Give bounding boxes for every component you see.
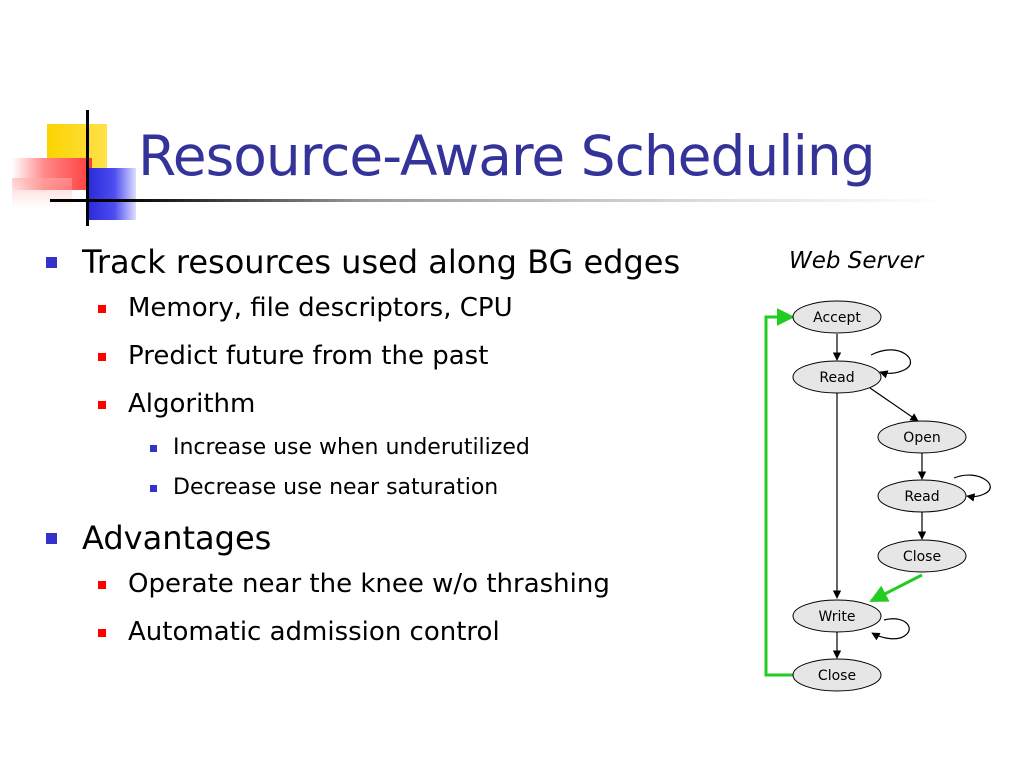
bullet-text: Decrease use near saturation [173,475,499,500]
diagram-caption: Web Server [789,248,924,274]
node-label: Accept [813,310,861,326]
bullet-level2: Predict future from the past [46,332,766,380]
node-write: Write [792,599,882,633]
bullet-marker [46,533,57,544]
bullet-level3: Increase use when underutilized [46,428,766,468]
node-label: Read [904,489,939,505]
decoration-red-fade [12,178,72,208]
edge-close-write-highlight [869,573,923,603]
bullet-level3: Decrease use near saturation [46,468,766,508]
bullet-text: Algorithm [128,389,256,419]
node-read: Read [792,360,882,394]
bullet-marker [98,629,106,637]
bullet-level1: Track resources used along BG edges [46,240,766,284]
bullet-marker [98,581,106,589]
node-close-2: Close [792,658,882,692]
bullet-level2: Automatic admission control [46,608,766,656]
bullet-level2: Memory, file descriptors, CPU [46,284,766,332]
title-underline [50,199,950,202]
node-open: Open [877,420,967,454]
bullet-level2: Algorithm [46,380,766,428]
node-label: Open [903,430,940,446]
bullet-level1: Advantages [46,516,766,560]
node-close: Close [877,539,967,573]
bullet-marker [150,445,157,452]
bullet-marker [98,401,106,409]
bullet-text: Advantages [82,519,272,557]
node-label: Read [819,370,854,386]
bullet-marker [98,305,106,313]
self-loop-read2 [953,474,991,502]
bullet-text: Operate near the knee w/o thrashing [128,569,610,599]
slide-title: Resource-Aware Scheduling [138,124,876,188]
node-label: Close [903,549,941,565]
edge-close-accept-highlight [764,308,795,677]
bullet-text: Increase use when underutilized [173,435,530,460]
bullet-text: Memory, file descriptors, CPU [128,293,513,323]
node-read-2: Read [877,479,967,513]
web-server-state-diagram: Accept Read Open Read Close Write Close [764,300,991,692]
bullet-level2: Operate near the knee w/o thrashing [46,560,766,608]
node-accept: Accept [792,300,882,334]
bullet-text: Track resources used along BG edges [82,243,681,281]
node-label: Write [819,609,856,625]
edge-read-open [869,387,919,422]
decoration-blue-square [88,168,136,220]
bullet-list: Track resources used along BG edges Memo… [46,240,766,656]
node-label: Close [818,668,856,684]
bullet-text: Predict future from the past [128,341,489,371]
bullet-marker [98,353,106,361]
self-loop-read [870,349,911,379]
decoration-vertical-line [86,110,89,226]
self-loop-write [871,618,910,641]
bullet-marker [46,257,57,268]
bullet-marker [150,485,157,492]
bullet-text: Automatic admission control [128,617,500,647]
